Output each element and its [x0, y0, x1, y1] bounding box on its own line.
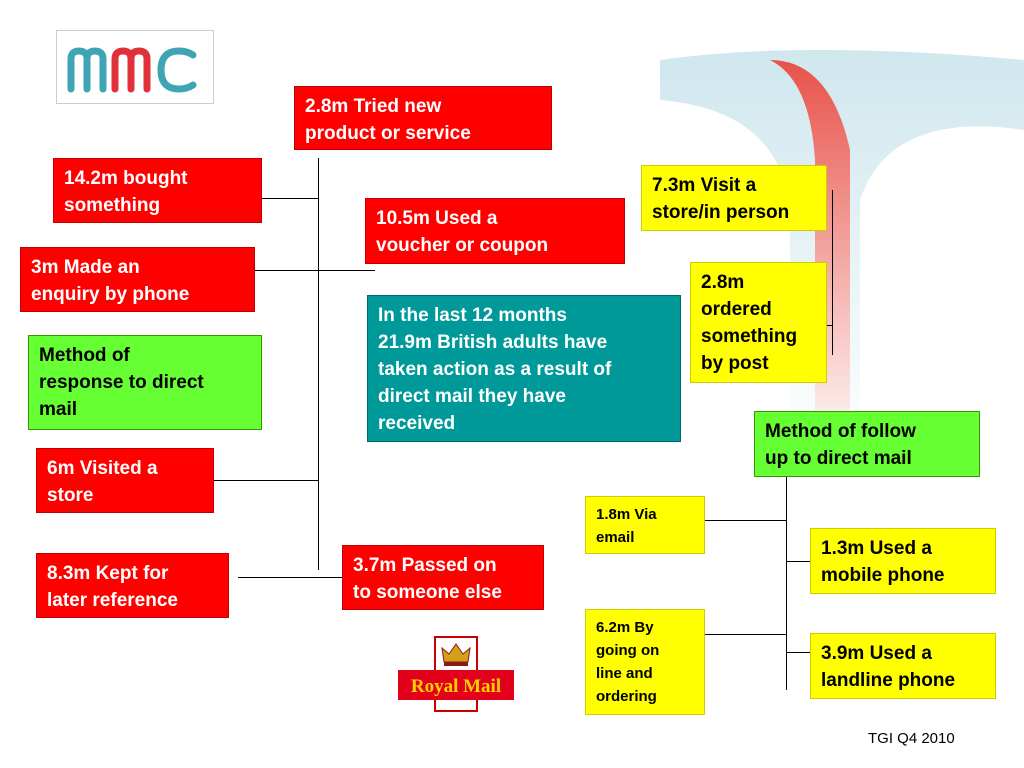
connector-line: [705, 634, 787, 635]
connector-line: [214, 480, 319, 481]
box-kept-for-later: 8.3m Kept for later reference: [36, 553, 229, 618]
connector-line: [786, 652, 810, 653]
source-footnote: TGI Q4 2010: [868, 730, 955, 747]
box-online-ordering: 6.2m By going on line and ordering: [585, 609, 705, 715]
box-visited-store: 6m Visited a store: [36, 448, 214, 513]
connector-line: [318, 158, 319, 570]
box-passed-on: 3.7m Passed on to someone else: [342, 545, 544, 610]
mmc-logo-mark: [67, 47, 197, 93]
svg-text:Royal Mail: Royal Mail: [411, 676, 501, 697]
connector-line: [827, 325, 833, 326]
connector-line: [705, 520, 787, 521]
box-bought-something: 14.2m bought something: [53, 158, 262, 223]
box-enquiry-by-phone: 3m Made an enquiry by phone: [20, 247, 255, 312]
box-tried-new-product: 2.8m Tried new product or service: [294, 86, 552, 150]
box-used-voucher: 10.5m Used a voucher or coupon: [365, 198, 625, 264]
box-used-mobile-phone: 1.3m Used a mobile phone: [810, 528, 996, 594]
connector-line: [255, 270, 375, 271]
mmc-logo: [56, 30, 214, 104]
connector-line: [262, 198, 319, 199]
swoosh-graphic: [660, 50, 1024, 460]
box-used-landline-phone: 3.9m Used a landline phone: [810, 633, 996, 699]
box-method-of-response: Method of response to direct mail: [28, 335, 262, 430]
box-method-of-follow-up: Method of follow up to direct mail: [754, 411, 980, 477]
royal-mail-logo: Royal Mail: [398, 636, 514, 712]
box-visit-store-in-person: 7.3m Visit a store/in person: [641, 165, 827, 231]
connector-line: [786, 561, 810, 562]
connector-line: [238, 577, 342, 578]
box-via-email: 1.8m Via email: [585, 496, 705, 554]
box-summary: In the last 12 months 21.9m British adul…: [367, 295, 681, 442]
connector-line: [832, 190, 833, 355]
box-ordered-by-post: 2.8m ordered something by post: [690, 262, 827, 383]
connector-line: [786, 476, 787, 690]
crown-icon: [441, 643, 471, 666]
